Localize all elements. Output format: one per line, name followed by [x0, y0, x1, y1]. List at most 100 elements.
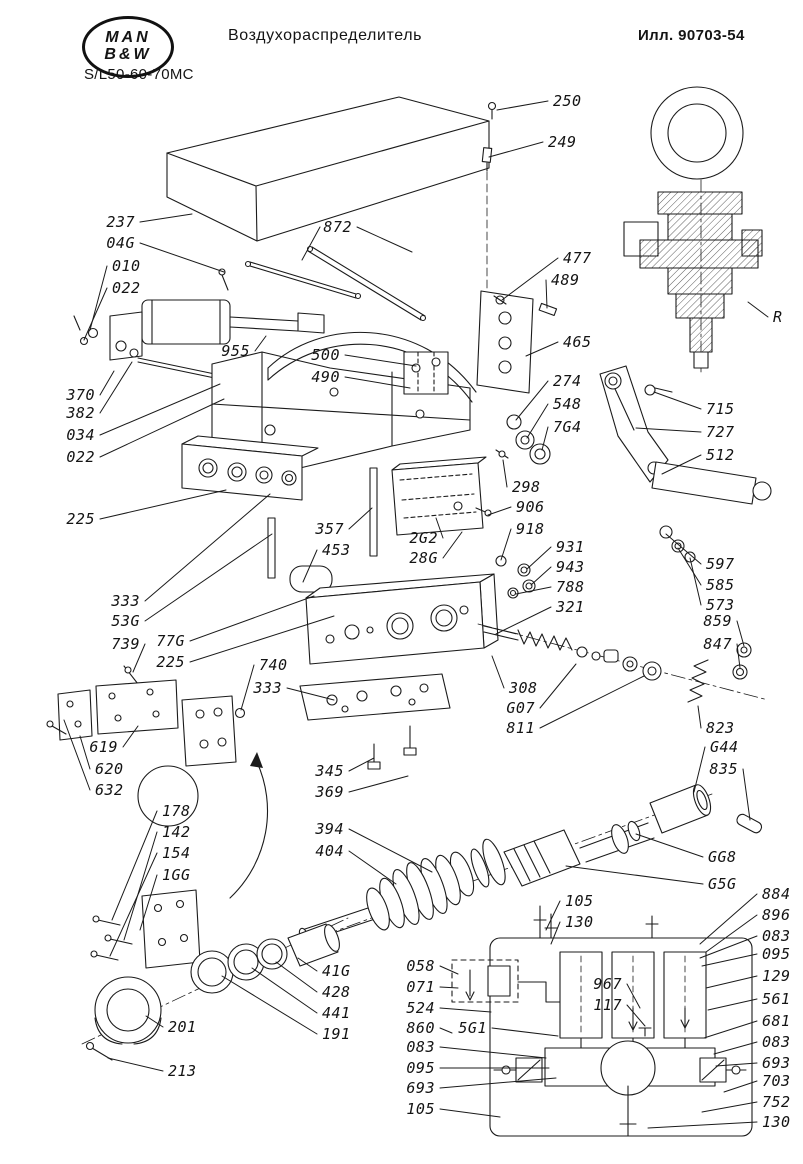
leader-line-095 — [701, 953, 758, 967]
part-label-142: 142 — [162, 823, 191, 841]
part-label-298: 298 — [512, 478, 541, 496]
part-label-585: 585 — [706, 576, 735, 594]
part-label-370: 370 — [65, 386, 95, 404]
tie-rods — [244, 245, 427, 322]
bracket-plates — [46, 665, 268, 899]
part-label-394: 394 — [314, 820, 344, 838]
part-label-201: 201 — [168, 1018, 197, 1036]
section-view — [623, 86, 763, 373]
part-label-918: 918 — [516, 520, 545, 538]
part-label-489: 489 — [551, 271, 580, 289]
leader-line-524 — [439, 1007, 492, 1013]
leader-line-225 — [189, 615, 335, 663]
part-label-597: 597 — [706, 555, 735, 573]
leader-line-250 — [496, 100, 549, 111]
leader-line-859 — [736, 620, 745, 647]
part-label-083: 083 — [406, 1038, 435, 1056]
part-label-561: 561 — [762, 990, 791, 1008]
leader-line-105 — [545, 900, 561, 931]
leader-line-788 — [515, 586, 552, 595]
part-label-GG8: GG8 — [708, 848, 737, 866]
part-label-740: 740 — [259, 656, 288, 674]
part-label-154: 154 — [162, 844, 191, 862]
part-label-R: R — [773, 308, 783, 326]
leader-line-860 — [439, 1027, 453, 1034]
part-label-225: 225 — [66, 510, 95, 528]
leader-line-333 — [286, 687, 335, 701]
part-label-022: 022 — [112, 279, 141, 297]
leader-line-465 — [525, 341, 559, 357]
leader-line-727 — [635, 427, 702, 433]
leader-line-548 — [526, 403, 549, 439]
part-label-2G2: 2G2 — [409, 529, 438, 547]
part-label-28G: 28G — [409, 549, 438, 567]
leader-line-693 — [715, 1062, 758, 1067]
leader-line-022 — [99, 398, 225, 458]
part-label-237: 237 — [106, 213, 135, 231]
roller-lever-assembly — [495, 365, 772, 563]
leader-line-394 — [348, 828, 433, 873]
leader-line-77G — [189, 595, 315, 642]
roller-guide-assembly — [81, 889, 349, 1061]
part-label-715: 715 — [706, 400, 735, 418]
part-label-693: 693 — [406, 1079, 435, 1097]
part-label-632: 632 — [95, 781, 124, 799]
top-cover — [166, 96, 490, 299]
leader-line-142 — [123, 831, 158, 941]
leader-line-703 — [723, 1080, 758, 1093]
leader-line-739 — [132, 643, 146, 673]
leader-line-619 — [122, 725, 139, 748]
leader-line-847 — [736, 643, 741, 669]
leader-line-884 — [699, 893, 758, 945]
leader-line-129 — [705, 975, 758, 989]
leader-line-321 — [495, 606, 552, 635]
leader-line-370 — [99, 370, 115, 396]
leader-line-632 — [63, 719, 91, 791]
part-label-931: 931 — [556, 538, 585, 556]
part-label-1GG: 1GG — [162, 866, 191, 884]
leader-line-943 — [530, 566, 552, 586]
part-label-703: 703 — [762, 1072, 791, 1090]
leader-line-28G — [442, 531, 463, 559]
leader-line-213 — [107, 1057, 164, 1072]
leader-line-083 — [699, 935, 758, 959]
part-label-G07: G07 — [506, 699, 535, 717]
leader-line-931 — [526, 546, 552, 570]
leader-line-500 — [344, 354, 417, 367]
part-label-835: 835 — [709, 760, 738, 778]
part-label-859: 859 — [703, 612, 732, 630]
leader-line-441 — [251, 967, 318, 1014]
manifold-block — [305, 573, 499, 665]
leader-line-1GG — [139, 874, 158, 931]
part-label-681: 681 — [762, 1012, 791, 1030]
part-label-884: 884 — [762, 885, 791, 903]
part-label-906: 906 — [516, 498, 545, 516]
part-label-811: 811 — [506, 719, 535, 737]
part-label-250: 250 — [553, 92, 582, 110]
part-label-333: 333 — [252, 679, 282, 697]
part-label-465: 465 — [563, 333, 592, 351]
leader-line-512 — [661, 454, 702, 475]
leader-line-2G2 — [435, 517, 444, 539]
part-label-860: 860 — [406, 1019, 435, 1037]
part-label-7G4: 7G4 — [553, 418, 582, 436]
leader-line-477 — [501, 257, 559, 301]
part-label-022: 022 — [66, 448, 95, 466]
part-label-04G: 04G — [106, 234, 135, 252]
leader-line-585 — [677, 547, 702, 586]
part-label-404: 404 — [315, 842, 344, 860]
part-label-G44: G44 — [710, 738, 739, 756]
part-label-130: 130 — [565, 913, 594, 931]
leader-line-490 — [344, 376, 411, 389]
part-label-573: 573 — [706, 596, 735, 614]
part-label-477: 477 — [563, 249, 592, 267]
leader-line-274 — [515, 380, 549, 421]
engine-model: S/L50-60-70MC — [84, 66, 194, 83]
part-label-693: 693 — [762, 1054, 791, 1072]
air-cylinder — [73, 268, 325, 383]
part-label-357: 357 — [314, 520, 344, 538]
leader-line-693 — [439, 1077, 557, 1089]
part-label-847: 847 — [703, 635, 732, 653]
